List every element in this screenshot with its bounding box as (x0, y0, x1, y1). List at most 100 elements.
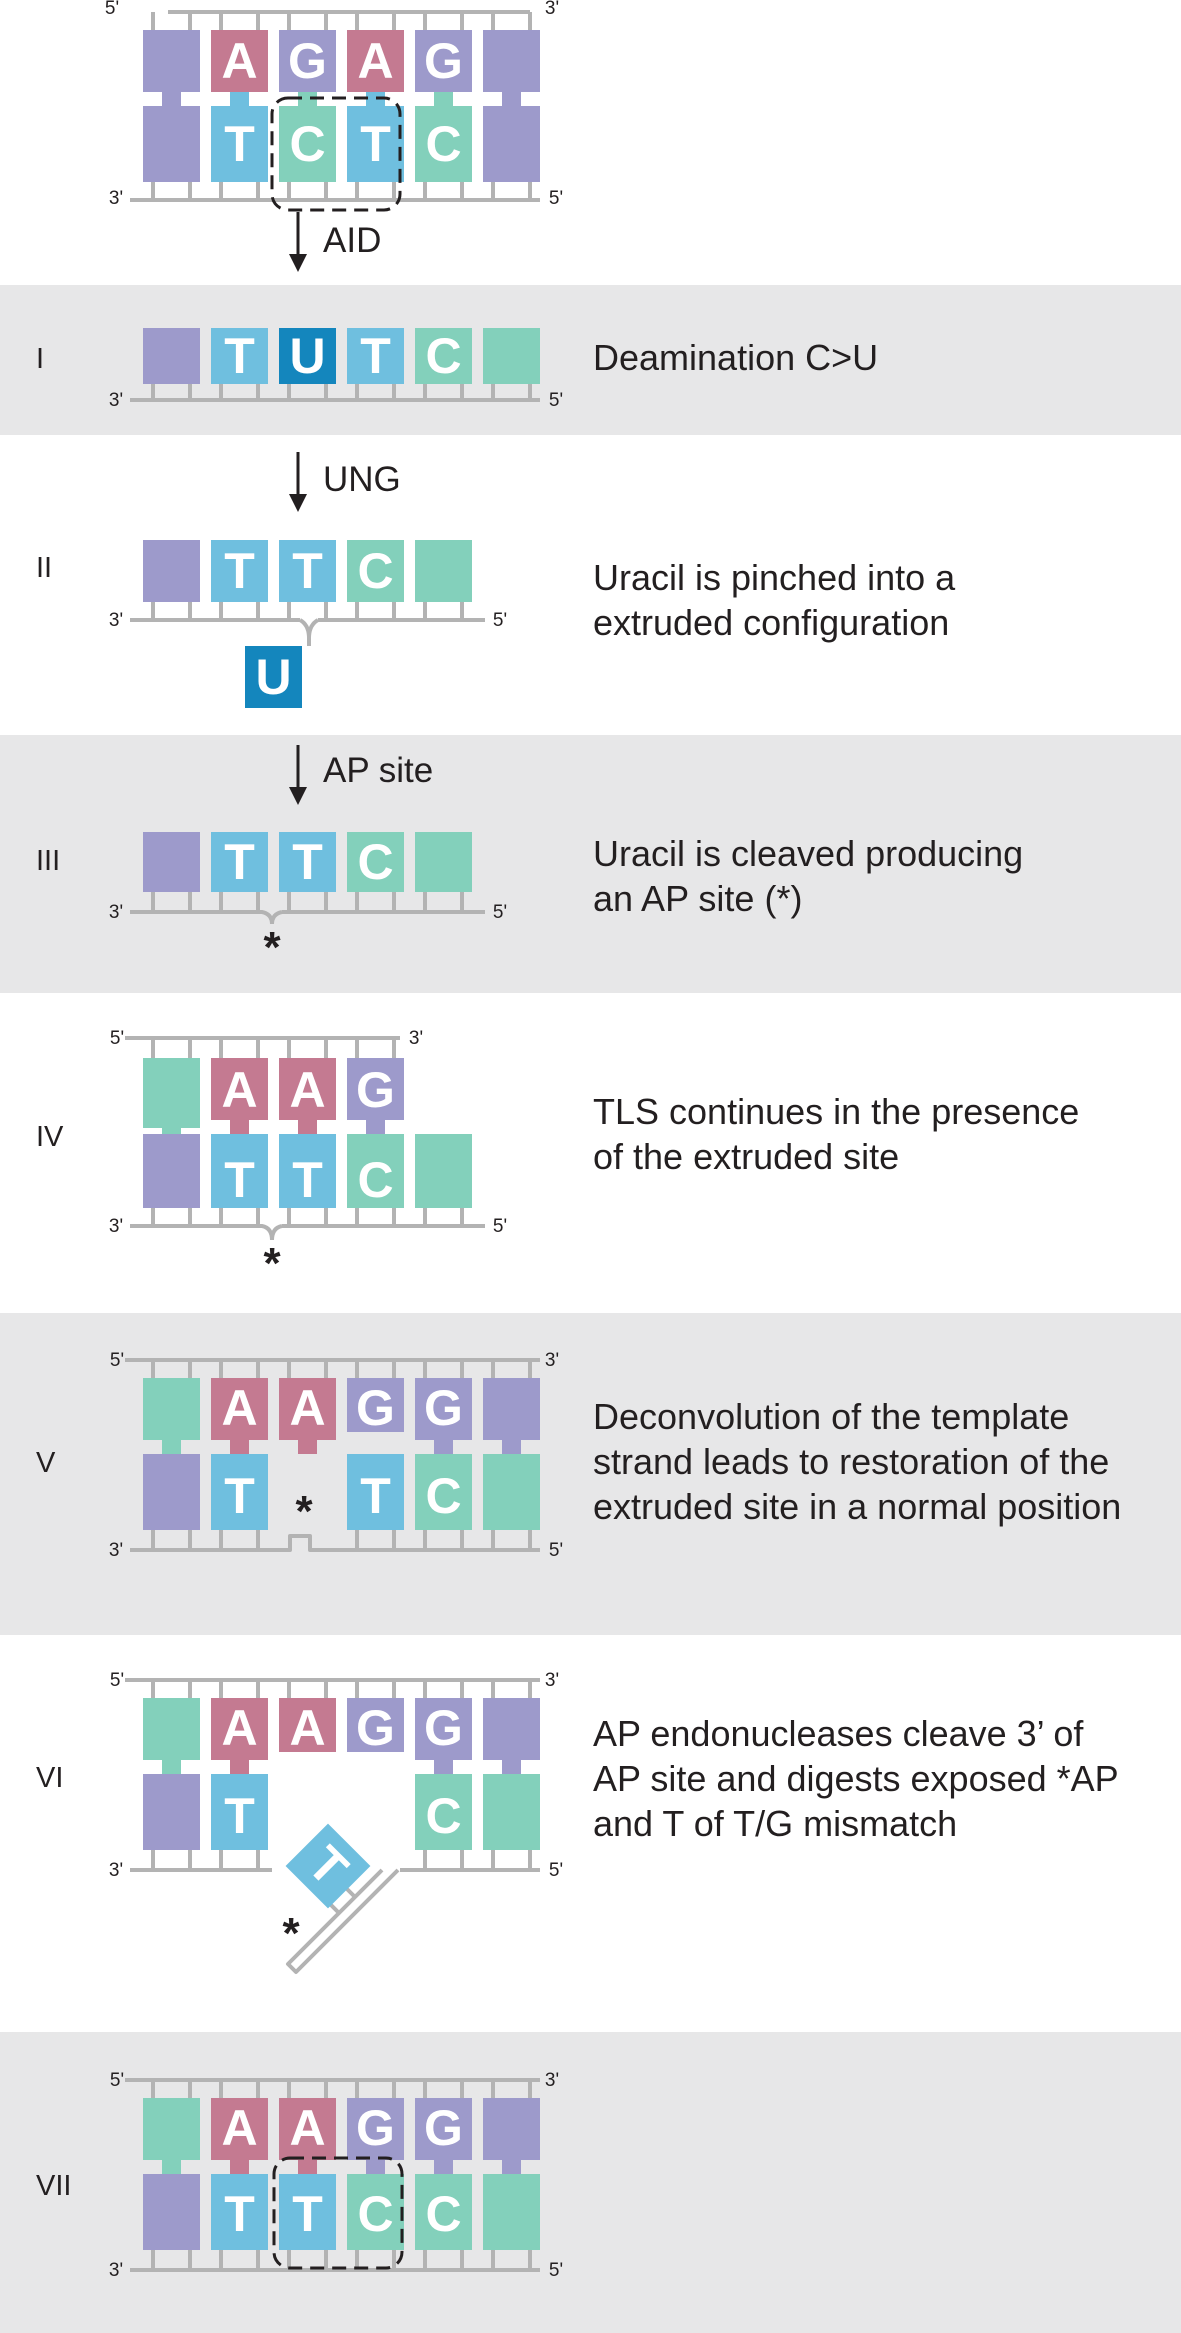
base-letter: T (360, 1468, 391, 1524)
base-block-tab (434, 1440, 453, 1454)
ap-site-mark: * (263, 1239, 281, 1288)
base-letter: G (356, 2100, 395, 2156)
base-block (143, 1454, 200, 1530)
base-letter: A (221, 1380, 257, 1436)
base-block-tab (434, 92, 453, 106)
base-block (415, 30, 472, 92)
strand-end-label: 5' (549, 2260, 563, 2281)
base-block-tab (298, 1440, 317, 1454)
strand-end-label: 3' (109, 1216, 123, 1237)
strand-end-label: 3' (109, 1860, 123, 1881)
panel-number: V (36, 1447, 56, 1479)
ap-site-mark: * (282, 1909, 300, 1958)
strand-end-label: 5' (110, 2070, 124, 2091)
base-block (347, 1134, 404, 1208)
base-block-tab (298, 92, 317, 106)
strand-end-label: 3' (109, 1540, 123, 1561)
base-letter: G (424, 2100, 463, 2156)
base-letter: A (221, 33, 257, 89)
base-block (143, 1774, 200, 1850)
step-label-ung: UNG (323, 460, 401, 499)
base-block (483, 328, 540, 384)
base-letter: A (221, 1700, 257, 1756)
base-letter: T (292, 834, 323, 890)
strand-end-label: 5' (110, 1350, 124, 1371)
base-block (483, 30, 540, 92)
description-line: Uracil is pinched into a (593, 557, 956, 598)
base-block (415, 106, 472, 182)
strand-end-label: 3' (545, 1350, 559, 1371)
base-block (279, 328, 336, 384)
base-block (347, 328, 404, 384)
description-line: Uracil is cleaved producing (593, 833, 1024, 874)
base-letter: C (357, 543, 393, 599)
strand-end-label: 5' (493, 1216, 507, 1237)
base-block (279, 1698, 336, 1752)
strand-end-label: 5' (493, 610, 507, 631)
backbone-strand (130, 910, 485, 925)
base-block-tab (502, 92, 521, 106)
base-block (143, 328, 200, 384)
panel-description: TLS continues in the presence of the ext… (593, 1089, 1079, 1179)
base-block (211, 30, 268, 92)
panel-number: I (36, 343, 45, 375)
base-block (279, 1378, 336, 1440)
description-line: of the extruded site (593, 1136, 900, 1177)
base-block (279, 106, 336, 182)
base-block (143, 30, 200, 92)
base-block-tab (366, 92, 385, 106)
dashed-box-icon (270, 96, 402, 212)
strand-end-label: 3' (109, 902, 123, 923)
base-letter: C (357, 2186, 393, 2242)
base-letter: A (289, 2100, 325, 2156)
strand-end-label: 3' (545, 1670, 559, 1691)
base-letter: A (289, 1700, 325, 1756)
base-block (143, 832, 200, 892)
base-block (211, 2174, 268, 2250)
strand-end-label: 3' (109, 610, 123, 631)
panel-description: Uracil is pinched into a extruded config… (593, 555, 955, 645)
base-block-tab (502, 1440, 521, 1454)
base-block (211, 540, 268, 602)
strand-end-label: 5' (549, 1860, 563, 1881)
base-letter: A (289, 1062, 325, 1118)
base-block (483, 2098, 540, 2160)
strand-end-label: 3' (545, 0, 559, 19)
base-block (347, 30, 404, 92)
base-letter: T (292, 543, 323, 599)
strand-end-label: 3' (109, 390, 123, 411)
base-block-tab (230, 2160, 249, 2174)
base-letter: C (425, 2186, 461, 2242)
panel-description: Deconvolution of the template strand lea… (593, 1394, 1121, 1529)
base-block-tab (230, 92, 249, 106)
base-block-tab (230, 1120, 249, 1134)
extruded-base-block (245, 646, 302, 708)
base-block (279, 832, 336, 892)
strand-end-label: 5' (493, 902, 507, 923)
base-letter: C (425, 1788, 461, 1844)
base-block (415, 2174, 472, 2250)
base-letter: T (360, 328, 391, 384)
description-line: Deamination C>U (593, 337, 879, 378)
base-letter: T (224, 116, 255, 172)
base-letter: T (224, 328, 255, 384)
base-block (143, 106, 200, 182)
base-block (483, 1698, 540, 1760)
base-block-tab (434, 1760, 453, 1774)
bottom-backbone (130, 1534, 540, 1552)
base-letter: C (425, 1468, 461, 1524)
strand-end-label: 5' (110, 1670, 124, 1691)
description-line: and T of T/G mismatch (593, 1803, 958, 1844)
step-label-aid: AID (323, 221, 382, 260)
base-block (279, 1058, 336, 1120)
base-letter: G (424, 33, 463, 89)
cleaved-backbone (286, 1868, 400, 1974)
base-block (211, 1134, 268, 1208)
description-line: Deconvolution of the template (593, 1396, 1070, 1437)
dashed-box-icon (272, 2156, 404, 2270)
panel-number: III (36, 845, 61, 877)
base-block (211, 1454, 268, 1530)
